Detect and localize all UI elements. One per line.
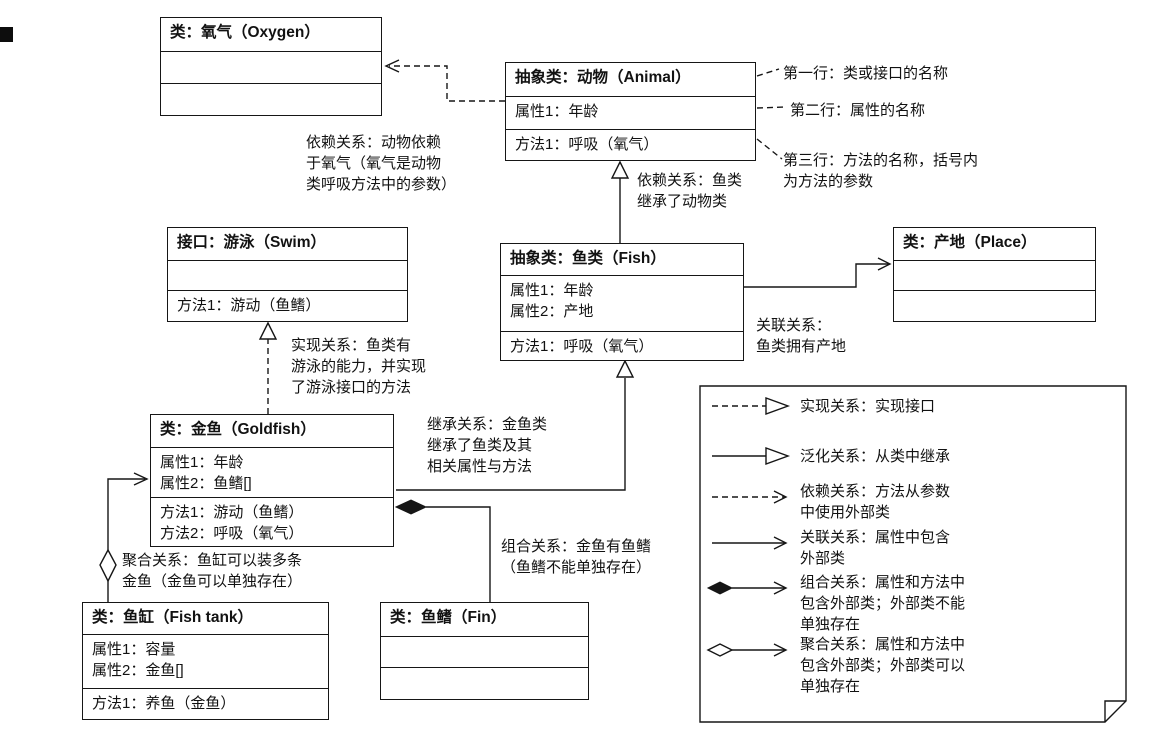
- annotation-second-line: 第二行：属性的名称: [790, 102, 926, 119]
- attribute-line: 属性2：鱼鳍[]: [160, 475, 252, 492]
- attribute-line: 属性2：产地: [510, 303, 594, 320]
- class-methods-swim: 方法1：游动（鱼鳍）: [168, 290, 407, 321]
- class-title-place: 类：产地（Place）: [903, 234, 1037, 251]
- class-methods-place: [894, 290, 1095, 321]
- legend-symbol-realization: [712, 397, 791, 415]
- class-title-fin: 类：鱼鳍（Fin）: [390, 609, 507, 626]
- class-box-fishtank: 类：鱼缸（Fish tank） 属性1：容量 属性2：金鱼[] 方法1：养鱼（金…: [82, 602, 329, 720]
- class-attributes-oxygen: [161, 51, 381, 83]
- class-attributes-fish: 属性1：年龄 属性2：产地: [501, 275, 743, 331]
- attribute-line: 属性1：年龄: [160, 454, 244, 471]
- class-methods-animal: 方法1：呼吸（氧气）: [506, 129, 755, 160]
- class-methods-oxygen: [161, 83, 381, 115]
- generalization-arrow-goldfish-fish: [396, 359, 635, 491]
- class-box-swim: 接口：游泳（Swim） 方法1：游动（鱼鳍）: [167, 227, 408, 322]
- annotation-inheritance: 继承关系：金鱼类 继承了鱼类及其 相关属性与方法: [427, 416, 548, 475]
- class-title-oxygen: 类：氧气（Oxygen）: [170, 24, 320, 41]
- association-arrow-fish-place: [744, 257, 892, 288]
- class-box-fin: 类：鱼鳍（Fin）: [380, 602, 589, 700]
- generalization-arrow-fish-animal: [610, 160, 630, 243]
- class-attributes-place: [894, 260, 1095, 290]
- scan-artifact: [0, 27, 13, 42]
- legend-symbol-composition: [706, 581, 788, 595]
- annotation-leader-lines: [756, 68, 787, 160]
- legend-symbol-association: [712, 536, 788, 550]
- class-methods-goldfish: 方法1：游动（鱼鳍） 方法2：呼吸（氧气）: [151, 497, 393, 546]
- annotation-dependency-fish: 依赖关系：鱼类 继承了动物类: [637, 172, 743, 210]
- class-methods-fishtank: 方法1：养鱼（金鱼）: [83, 688, 328, 719]
- class-box-oxygen: 类：氧气（Oxygen）: [160, 17, 382, 116]
- method-line: 方法1：游动（鱼鳍）: [160, 504, 304, 521]
- class-attributes-swim: [168, 260, 407, 290]
- class-attributes-fishtank: 属性1：容量 属性2：金鱼[]: [83, 634, 328, 688]
- legend-symbol-dependency: [712, 490, 788, 504]
- annotation-realization: 实现关系：鱼类有 游泳的能力，并实现 了游泳接口的方法: [291, 337, 427, 396]
- class-attributes-goldfish: 属性1：年龄 属性2：鱼鳍[]: [151, 447, 393, 497]
- legend-label-association: 关联关系：属性中包含 外部类: [800, 529, 951, 567]
- legend-label-generalization: 泛化关系：从类中继承: [800, 448, 951, 465]
- attribute-line: 属性1：年龄: [510, 282, 594, 299]
- legend-symbol-generalization: [712, 447, 791, 465]
- annotation-composition: 组合关系：金鱼有鱼鳍 （鱼鳍不能单独存在）: [501, 538, 652, 576]
- attribute-line: 属性2：金鱼[]: [92, 662, 184, 679]
- class-title-fish: 抽象类：鱼类（Fish）: [510, 250, 666, 267]
- class-attributes-fin: [381, 636, 588, 667]
- legend-label-realization: 实现关系：实现接口: [800, 398, 936, 415]
- legend-label-aggregation: 聚合关系：属性和方法中 包含外部类；外部类可以 单独存在: [800, 636, 966, 695]
- class-methods-fin: [381, 667, 588, 699]
- method-line: 方法2：呼吸（氧气）: [160, 525, 304, 542]
- class-title-fishtank: 类：鱼缸（Fish tank）: [92, 609, 254, 626]
- class-title-swim: 接口：游泳（Swim）: [177, 234, 326, 251]
- realization-arrow-goldfish-swim: [258, 321, 278, 414]
- annotation-first-line: 第一行：类或接口的名称: [783, 65, 949, 82]
- attribute-line: 属性1：容量: [92, 641, 176, 658]
- class-box-goldfish: 类：金鱼（Goldfish） 属性1：年龄 属性2：鱼鳍[] 方法1：游动（鱼鳍…: [150, 414, 394, 547]
- class-box-fish: 抽象类：鱼类（Fish） 属性1：年龄 属性2：产地 方法1：呼吸（氧气）: [500, 243, 744, 361]
- class-title-animal: 抽象类：动物（Animal）: [515, 69, 691, 86]
- class-methods-fish: 方法1：呼吸（氧气）: [501, 331, 743, 360]
- legend-label-composition: 组合关系：属性和方法中 包含外部类；外部类不能 单独存在: [800, 574, 966, 633]
- annotation-aggregation: 聚合关系：鱼缸可以装多条 金鱼（金鱼可以单独存在）: [122, 552, 303, 590]
- class-attributes-animal: 属性1：年龄: [506, 96, 755, 129]
- class-box-animal: 抽象类：动物（Animal） 属性1：年龄 方法1：呼吸（氧气）: [505, 62, 756, 161]
- annotation-dependency-oxygen: 依赖关系：动物依赖 于氧气（氧气是动物 类呼吸方法中的参数）: [306, 134, 457, 193]
- composition-arrow-goldfish-fin: [394, 499, 491, 602]
- annotation-association: 关联关系： 鱼类拥有产地: [756, 317, 847, 355]
- legend-symbol-aggregation: [706, 643, 788, 657]
- legend-label-dependency: 依赖关系：方法从参数 中使用外部类: [800, 483, 951, 521]
- class-title-goldfish: 类：金鱼（Goldfish）: [160, 421, 316, 438]
- annotation-third-line: 第三行：方法的名称，括号内 为方法的参数: [783, 152, 979, 190]
- class-box-place: 类：产地（Place）: [893, 227, 1096, 322]
- dependency-arrow-animal-oxygen: [384, 59, 505, 102]
- legend-note-outline: [699, 385, 1127, 723]
- aggregation-arrow-fishtank-goldfish: [99, 472, 149, 602]
